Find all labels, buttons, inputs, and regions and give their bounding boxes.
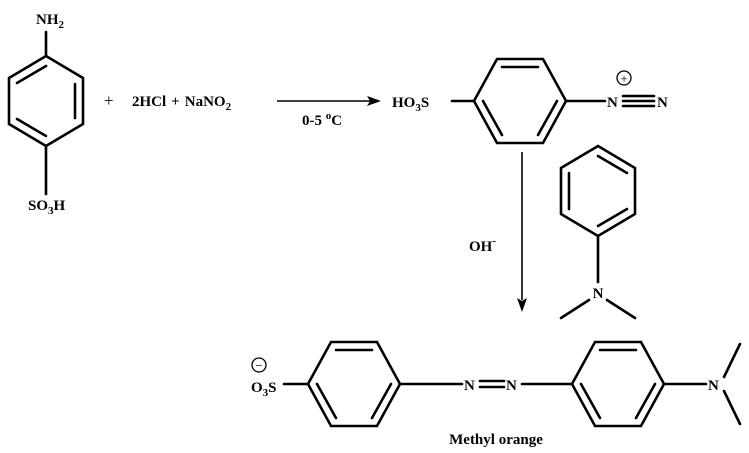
diazonium-n-plus: N — [607, 95, 618, 111]
benzene-ring — [472, 57, 568, 145]
benzene-ring — [570, 340, 666, 428]
ring-inner-bond — [481, 99, 504, 137]
ring-inner-bond — [579, 382, 602, 420]
ring-inner-bond — [536, 99, 559, 137]
sulfonic-acid-label: SO3H — [28, 198, 66, 217]
ring-inner-bond — [634, 382, 657, 420]
methyl-bond — [722, 389, 742, 426]
amine-n-label: N — [708, 378, 719, 394]
reaction-arrow-1 — [277, 96, 381, 106]
benzene-ring — [559, 144, 637, 238]
svg-text:+: + — [620, 71, 627, 86]
azo-n-1: N — [464, 378, 475, 394]
methyl-bond — [605, 298, 637, 320]
dimethylaniline: N — [559, 144, 637, 320]
ring-inner-bond — [315, 382, 338, 420]
methyl-bond — [559, 298, 591, 320]
ring-inner-bond — [596, 154, 629, 175]
amine-group-label: NH2 — [36, 12, 65, 31]
ring-inner-bond — [15, 117, 48, 138]
negative-charge-icon: − — [251, 357, 267, 373]
azo-n-2: N — [506, 378, 517, 394]
product-name: Methyl orange — [449, 432, 543, 448]
ring-inner-bond — [370, 382, 393, 420]
benzene-ring — [7, 54, 85, 148]
plus-sign: + — [104, 91, 114, 110]
svg-text:−: − — [255, 358, 262, 373]
diazonium-n-terminal: N — [657, 95, 668, 111]
methyl-orange: − O3S N N N — [251, 340, 742, 428]
reaction-arrow-2 — [517, 152, 527, 312]
base-condition: OH- — [469, 235, 496, 255]
ring-inner-bond — [15, 64, 48, 85]
temperature-condition: 0-5 oC — [302, 110, 342, 129]
ring-inner-bond — [596, 207, 629, 228]
methyl-bond — [722, 342, 742, 379]
benzene-ring — [306, 340, 402, 428]
sulfanilic-acid: NH2 SO3H — [7, 12, 85, 217]
reagents-label: 2HCl+NaNO2 — [132, 94, 232, 113]
amine-n-label: N — [593, 286, 604, 302]
positive-charge-icon: + — [616, 70, 632, 86]
sulfonic-acid-label: HO3S — [392, 95, 429, 114]
sulfonate-label: O3S — [251, 380, 277, 399]
diazonium-salt: HO3S N N + — [392, 57, 668, 145]
